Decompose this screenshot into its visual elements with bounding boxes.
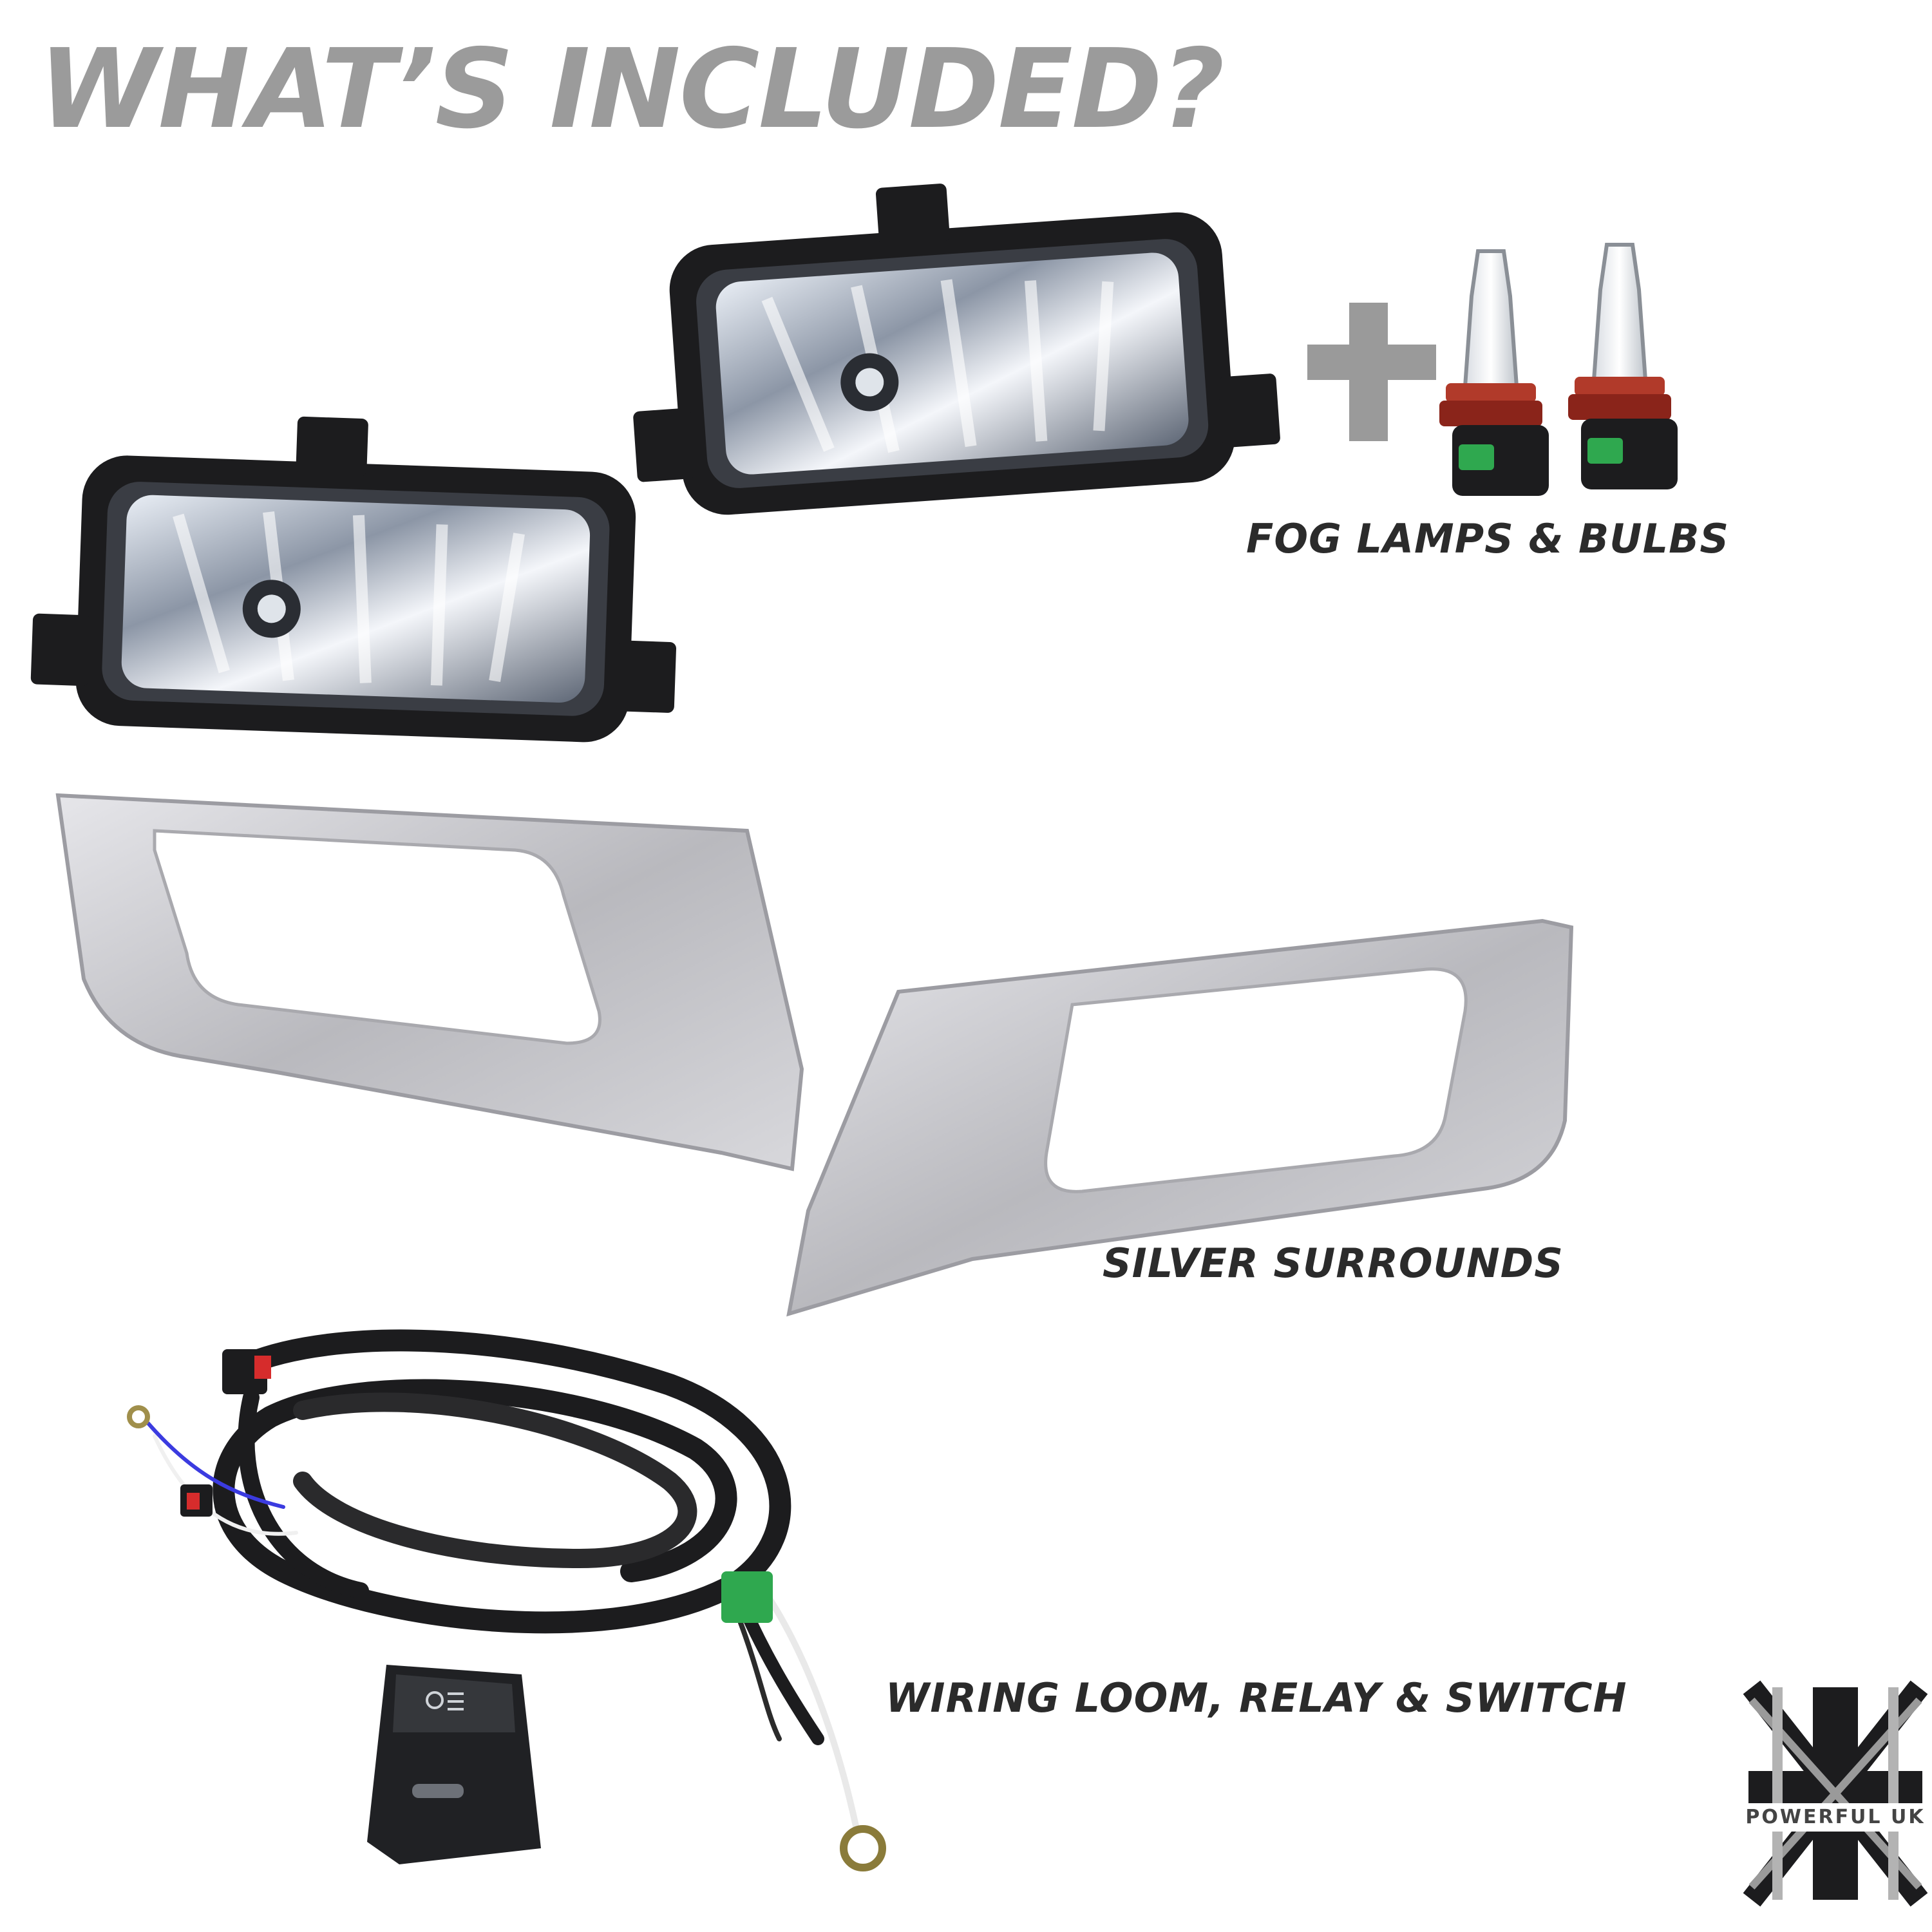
- bulb-icon: [1439, 245, 1678, 496]
- wiring-label: WIRING LOOM, RELAY & SWITCH: [886, 1674, 1627, 1721]
- switch-icon: [367, 1665, 541, 1864]
- brand-name: POWERFUL UK: [1742, 1803, 1929, 1832]
- bezel-icon: [55, 793, 1574, 1317]
- fog-lamp-icon: [29, 161, 1283, 745]
- silver-surrounds-label: SILVER SURROUNDS: [1103, 1240, 1564, 1287]
- wiring-icon: [127, 1329, 886, 1871]
- headline: WHAT’S INCLUDED?: [39, 26, 1225, 153]
- fog-lamps-label: FOG LAMPS & BULBS: [1246, 515, 1730, 562]
- union-flag-logo: [1743, 1680, 1928, 1907]
- plus-icon: [1307, 303, 1436, 441]
